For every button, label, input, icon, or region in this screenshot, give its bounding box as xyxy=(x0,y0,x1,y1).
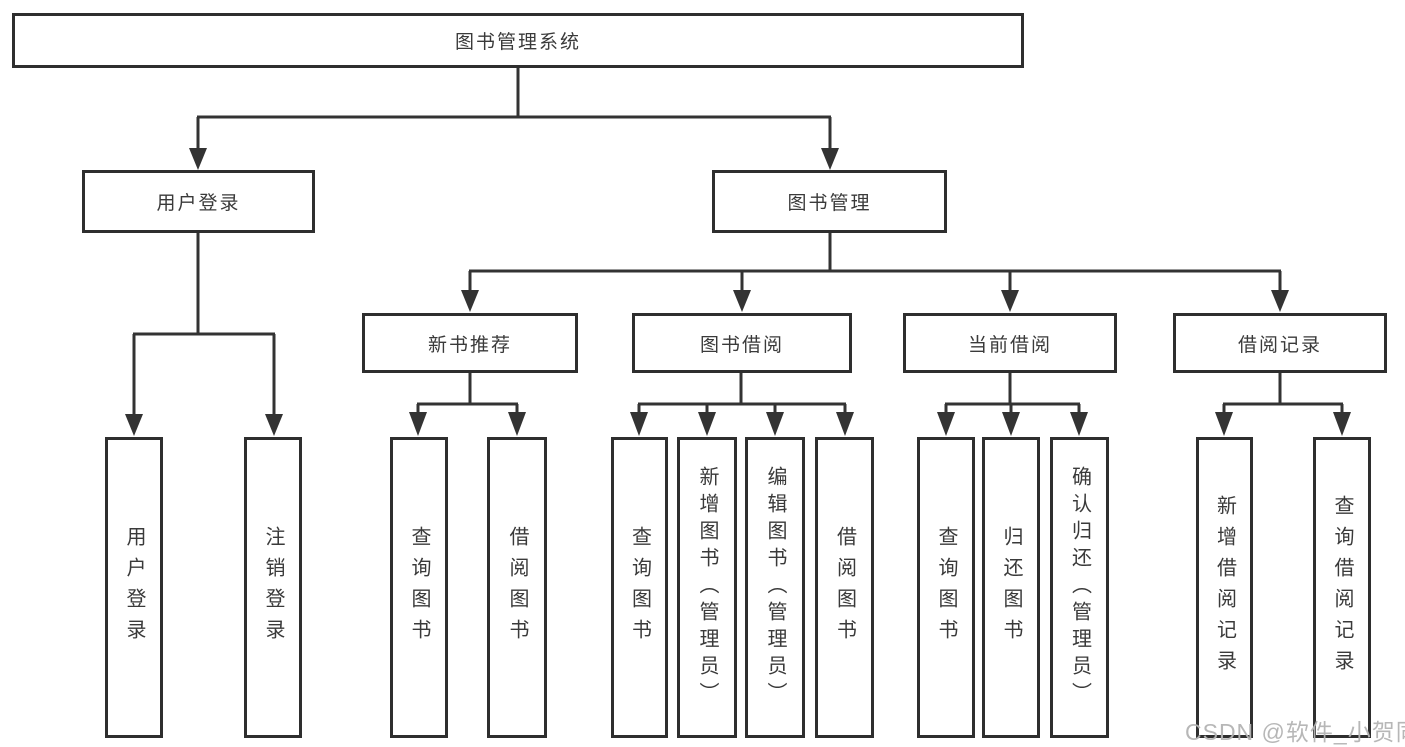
arrowhead-bb-query xyxy=(630,412,648,436)
arrowhead-bb-edit xyxy=(766,412,784,436)
node-label: 查询借阅记录 xyxy=(1331,494,1353,681)
node-label: 注销登录 xyxy=(262,525,284,650)
node-label: 借阅图书 xyxy=(506,525,528,650)
node-label: 归还图书 xyxy=(1000,525,1022,650)
arrowhead-nb-borrow xyxy=(508,412,526,436)
arrowhead-nb-query xyxy=(409,412,427,436)
arrowhead-cb-return xyxy=(1002,412,1020,436)
arrowhead-book-management xyxy=(821,148,839,170)
node-user-login: 用户登录 xyxy=(82,170,315,233)
arrowhead-br-add xyxy=(1215,412,1233,436)
node-label: 图书管理 xyxy=(787,193,872,214)
node-label: 新增借阅记录 xyxy=(1213,494,1236,681)
node-label: 用户登录 xyxy=(123,525,145,650)
arrowhead-leaf-user-login xyxy=(125,414,143,436)
node-leaf-confirm-return-admin: 确认归还（管理员） xyxy=(1050,437,1109,738)
arrowhead-current-borrow xyxy=(1001,290,1019,312)
node-leaf-borrow-books: 借阅图书 xyxy=(815,437,874,738)
node-book-management: 图书管理 xyxy=(712,170,947,233)
node-label: 新增图书（管理员） xyxy=(696,466,718,709)
arrowhead-bb-borrow xyxy=(836,412,854,436)
node-label: 查询图书 xyxy=(408,525,430,650)
node-leaf-query-borrow-record: 查询借阅记录 xyxy=(1313,437,1371,738)
node-label: 借阅记录 xyxy=(1237,334,1322,356)
arrowhead-new-book-recommend xyxy=(461,290,479,312)
arrowhead-user-login xyxy=(189,148,207,170)
node-root: 图书管理系统 xyxy=(12,13,1024,68)
node-label: 确认归还（管理员） xyxy=(1068,466,1091,709)
node-new-book-recommend: 新书推荐 xyxy=(362,313,578,373)
arrowhead-leaf-logout xyxy=(265,414,283,436)
node-leaf-add-book-admin: 新增图书（管理员） xyxy=(677,437,737,738)
arrowhead-borrow-records xyxy=(1271,290,1289,312)
node-label: 编辑图书（管理员） xyxy=(764,466,786,709)
node-leaf-query-books-recommend: 查询图书 xyxy=(390,437,448,738)
node-borrow-records: 借阅记录 xyxy=(1173,313,1387,373)
node-leaf-edit-book-admin: 编辑图书（管理员） xyxy=(745,437,805,738)
node-label: 借阅图书 xyxy=(833,525,856,650)
arrowhead-bb-add xyxy=(698,412,716,436)
node-label: 新书推荐 xyxy=(427,334,512,356)
node-leaf-return-books: 归还图书 xyxy=(982,437,1040,738)
node-leaf-query-books-borrow: 查询图书 xyxy=(611,437,668,738)
node-label: 查询图书 xyxy=(628,525,651,650)
node-leaf-user-login: 用户登录 xyxy=(105,437,163,738)
arrowhead-cb-confirm xyxy=(1070,412,1088,436)
node-label: 图书借阅 xyxy=(699,334,784,356)
node-book-borrow: 图书借阅 xyxy=(632,313,852,373)
node-label: 查询图书 xyxy=(935,525,957,650)
arrowhead-cb-query xyxy=(937,412,955,436)
arrowhead-book-borrow xyxy=(733,290,751,312)
node-leaf-query-books-current: 查询图书 xyxy=(917,437,975,738)
arrowhead-br-query xyxy=(1333,412,1351,436)
node-label: 图书管理系统 xyxy=(454,32,581,53)
node-label: 当前借阅 xyxy=(967,334,1052,356)
node-current-borrow: 当前借阅 xyxy=(903,313,1117,373)
node-leaf-borrow-books-recommend: 借阅图书 xyxy=(487,437,547,738)
watermark: CSDN @软件_小贺同学 xyxy=(1185,719,1405,745)
node-leaf-add-borrow-record: 新增借阅记录 xyxy=(1196,437,1253,738)
node-leaf-logout: 注销登录 xyxy=(244,437,302,738)
node-label: 用户登录 xyxy=(156,193,241,214)
